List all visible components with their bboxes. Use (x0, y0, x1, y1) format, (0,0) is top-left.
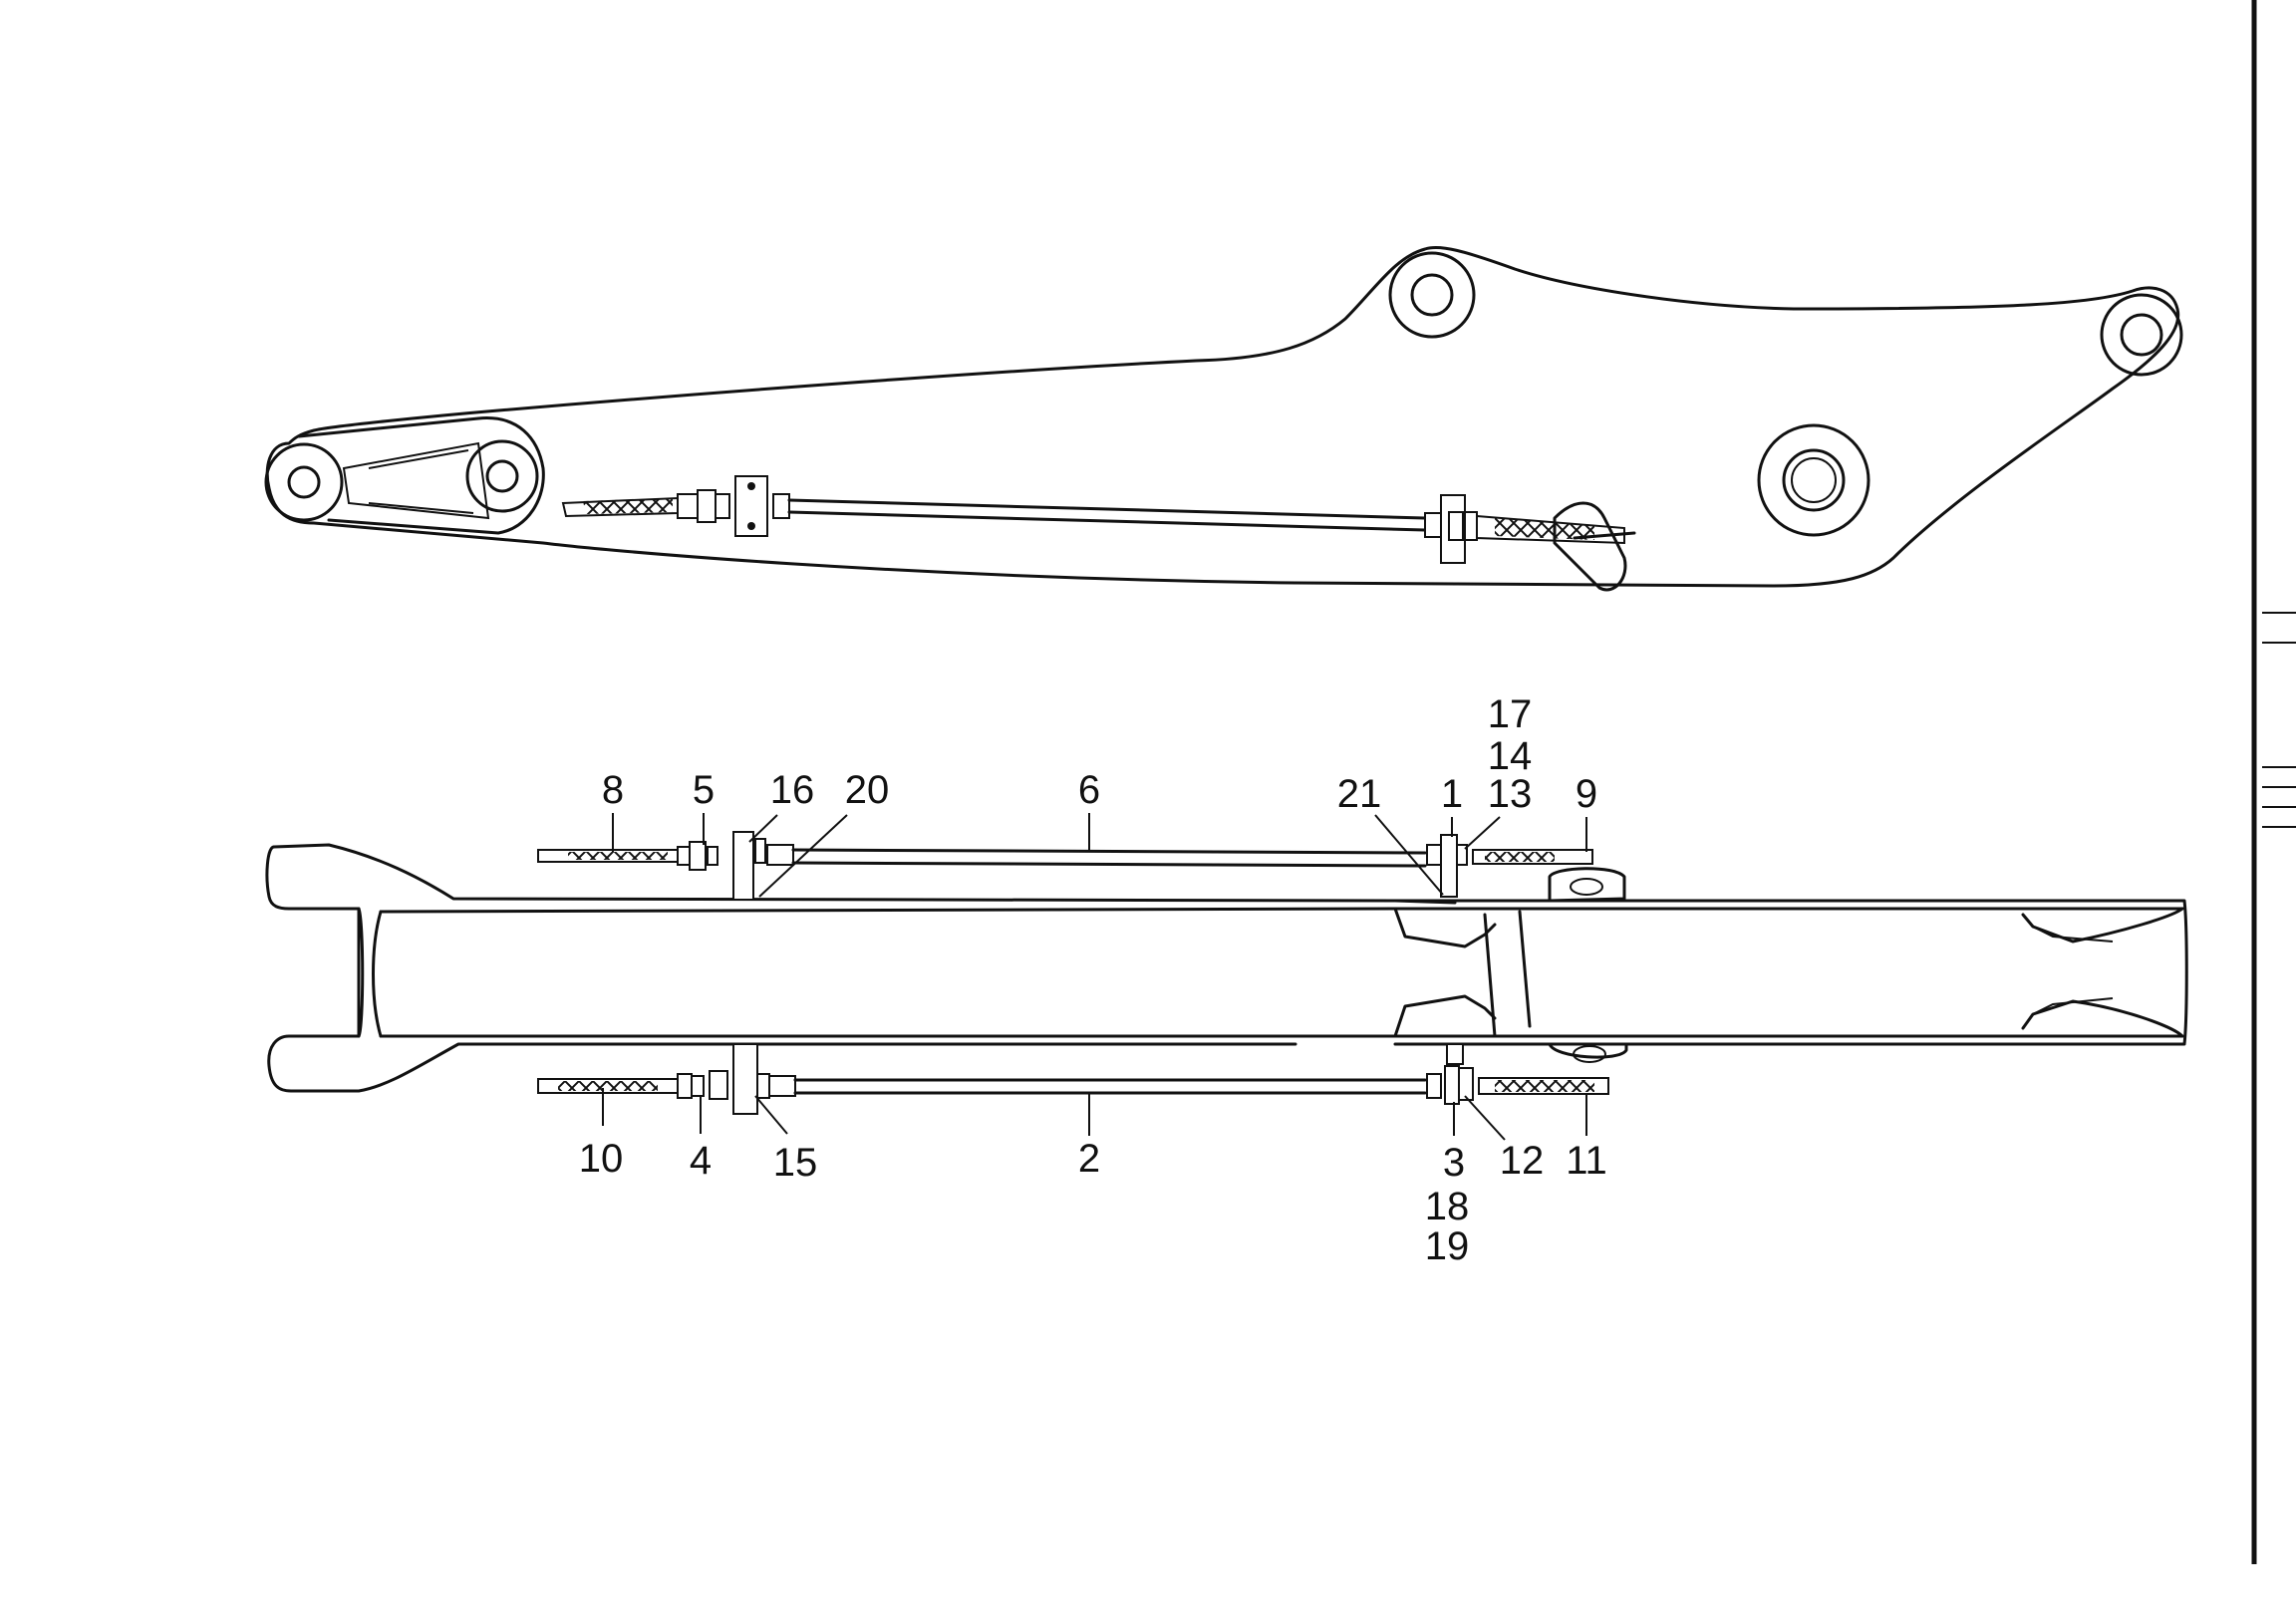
callout-20: 20 (758, 768, 890, 898)
callout-12: 12 (1464, 1095, 1545, 1183)
pin-boss-top-rear (2100, 293, 2183, 377)
callout-17: 17 (1488, 692, 1533, 736)
callout-4: 4 (690, 1096, 712, 1183)
side-hose-assembly (561, 475, 1636, 592)
boom-front-plate (297, 416, 545, 535)
callout-15: 15 (754, 1095, 818, 1185)
callout-label: 8 (602, 768, 624, 812)
callout-9: 9 (1576, 772, 1597, 852)
callout-label: 10 (579, 1137, 624, 1181)
callout-label: 18 (1425, 1185, 1470, 1228)
lower-hose-assembly (537, 1043, 1609, 1115)
callout-label: 14 (1488, 734, 1533, 778)
callout-5: 5 (693, 768, 715, 845)
callout-label: 19 (1425, 1224, 1470, 1268)
pin-boss-front (264, 442, 344, 522)
callout-16: 16 (748, 768, 815, 843)
boom-fork-upper (265, 845, 1297, 1093)
callout-label: 4 (690, 1139, 712, 1183)
callout-3: 3 (1443, 1102, 1465, 1185)
callout-label: 6 (1078, 768, 1100, 812)
callout-8: 8 (602, 768, 624, 852)
callout-18: 18 (1425, 1185, 1470, 1228)
pin-boss-front-2 (465, 439, 539, 513)
callout-2: 2 (1078, 1093, 1100, 1181)
callout-label: 2 (1078, 1137, 1100, 1181)
callout-label: 12 (1500, 1139, 1545, 1183)
callout-1: 1 (1441, 772, 1463, 837)
boom-side-view (264, 245, 2183, 592)
callout-label: 11 (1566, 1139, 1607, 1183)
callout-label: 9 (1576, 772, 1597, 816)
callout-label: 13 (1488, 772, 1533, 816)
boom-top-view (265, 831, 2188, 1115)
callout-label: 17 (1488, 692, 1533, 736)
callouts: 8 5 16 20 6 21 1 17 14 (579, 692, 1607, 1268)
callout-13: 13 (1464, 772, 1533, 850)
upper-hose-assembly (537, 831, 1593, 901)
callout-label: 15 (773, 1141, 818, 1185)
boom-side-outline (265, 245, 2180, 588)
page-border (2251, 0, 2296, 1564)
callout-label: 21 (1337, 772, 1382, 816)
callout-21: 21 (1337, 772, 1444, 896)
callout-10: 10 (579, 1088, 624, 1181)
callout-label: 1 (1441, 772, 1463, 816)
callout-label: 20 (845, 768, 890, 812)
callout-19: 19 (1425, 1224, 1470, 1268)
callout-label: 16 (770, 768, 815, 812)
callout-label: 3 (1443, 1141, 1465, 1185)
pin-boss-cylinder (1388, 251, 1476, 339)
callout-6: 6 (1078, 768, 1100, 852)
callout-14: 14 (1488, 734, 1533, 778)
callout-label: 5 (693, 768, 715, 812)
pin-boss-foot (1757, 423, 1870, 537)
callout-11: 11 (1566, 1094, 1607, 1183)
